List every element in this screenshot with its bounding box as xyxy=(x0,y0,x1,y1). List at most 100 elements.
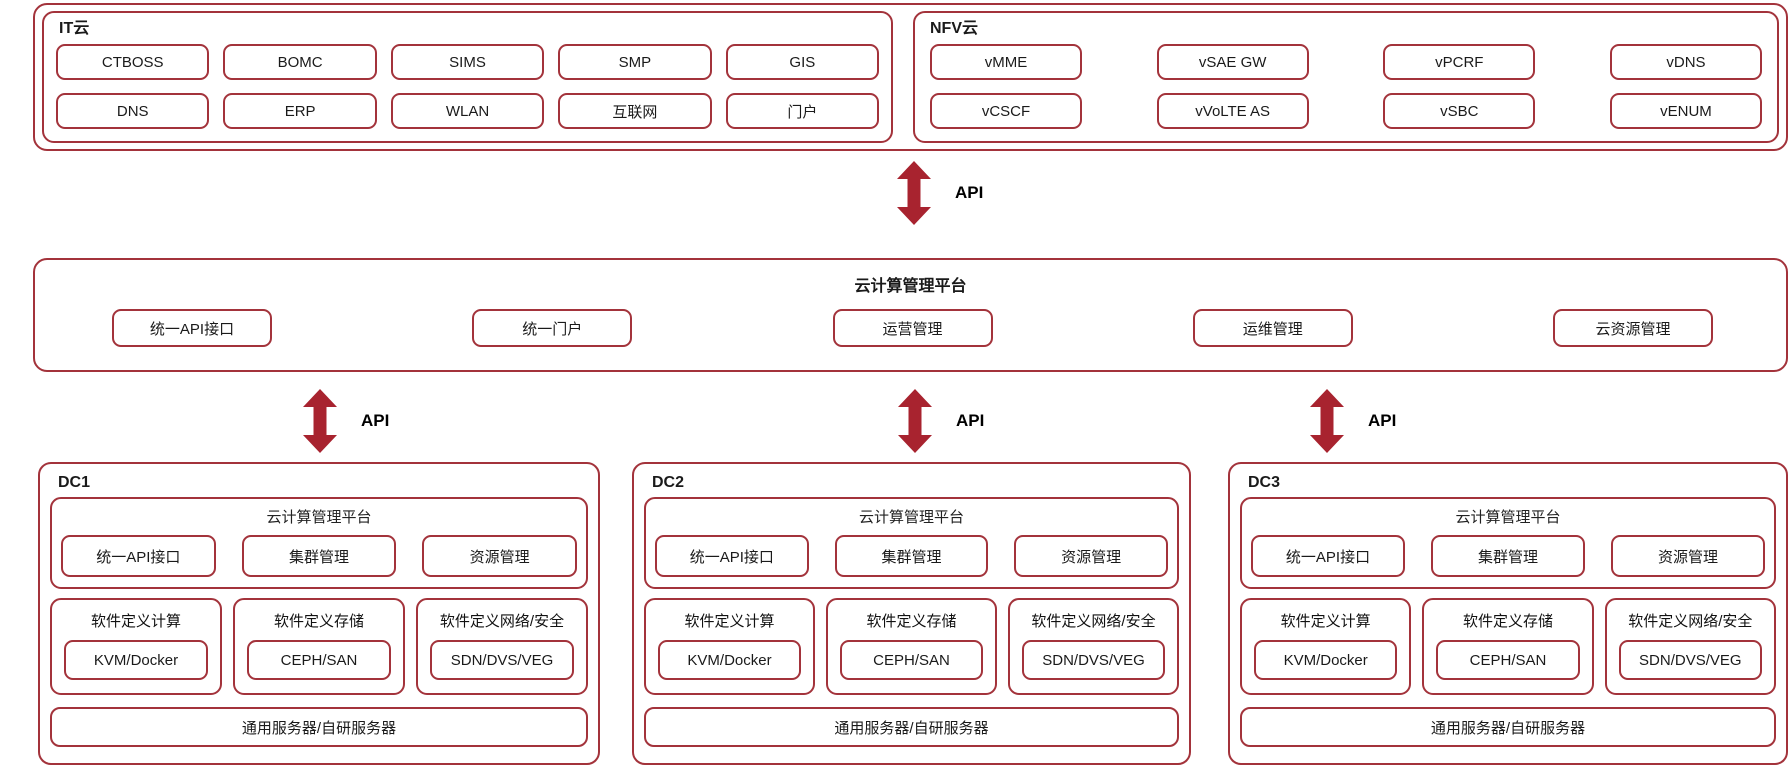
double-arrow-icon xyxy=(1310,389,1344,453)
double-arrow-icon xyxy=(897,161,931,225)
sd-storage-box: 软件定义存储 CEPH/SAN xyxy=(233,598,405,695)
platform-module-chip: 云资源管理 xyxy=(1553,309,1713,347)
dc-module-chip: 资源管理 xyxy=(1611,535,1765,577)
api-connector-top: API xyxy=(897,161,983,225)
api-label: API xyxy=(361,411,390,430)
dc3-card: DC3 云计算管理平台 统一API接口 集群管理 资源管理 软件定义计算 KVM… xyxy=(1228,462,1788,765)
sd-tech-chip: SDN/DVS/VEG xyxy=(1022,640,1165,680)
api-label: API xyxy=(1368,411,1397,430)
dc-name: DC1 xyxy=(58,474,91,491)
dc-module-chip: 资源管理 xyxy=(422,535,578,577)
platform-title: 云计算管理平台 xyxy=(854,278,967,295)
dc-platform-box: 云计算管理平台 统一API接口 集群管理 资源管理 xyxy=(50,497,588,589)
app-chip: 互联网 xyxy=(558,93,712,129)
dc1-card: DC1 云计算管理平台 统一API接口 集群管理 资源管理 软件定义计算 KVM… xyxy=(38,462,600,765)
platform-module-chip: 运营管理 xyxy=(832,309,993,347)
server-bar: 通用服务器/自研服务器 xyxy=(1240,707,1776,747)
app-chip: DNS xyxy=(56,93,210,129)
top-clouds-container: IT云 CTBOSS BOMC SIMS SMP GIS DNS ERP WLA… xyxy=(33,3,1788,151)
app-chip: CTBOSS xyxy=(56,44,210,80)
platform-module-chip: 运维管理 xyxy=(1192,309,1353,347)
api-connector-dc3: API xyxy=(1310,389,1396,453)
sd-tech-chip: CEPH/SAN xyxy=(840,640,983,680)
sd-title: 软件定义计算 xyxy=(684,613,775,630)
software-defined-row: 软件定义计算 KVM/Docker 软件定义存储 CEPH/SAN 软件定义网络… xyxy=(644,598,1179,695)
platform-module-chip: 统一API接口 xyxy=(112,309,272,347)
it-cloud-title: IT云 xyxy=(59,20,90,37)
sd-compute-box: 软件定义计算 KVM/Docker xyxy=(644,598,815,695)
sd-tech-chip: SDN/DVS/VEG xyxy=(1618,640,1762,680)
it-cloud-box: IT云 CTBOSS BOMC SIMS SMP GIS DNS ERP WLA… xyxy=(42,11,893,143)
sd-network-box: 软件定义网络/安全 SDN/DVS/VEG xyxy=(1008,598,1179,695)
dc-platform-title: 云计算管理平台 xyxy=(1455,509,1561,526)
nfv-cloud-box: NFV云 vMME vSAE GW vPCRF vDNS vCSCF vVoLT… xyxy=(913,11,1779,143)
double-arrow-icon xyxy=(898,389,932,453)
nfv-cloud-rows: vMME vSAE GW vPCRF vDNS vCSCF vVoLTE AS … xyxy=(915,38,1777,141)
software-defined-row: 软件定义计算 KVM/Docker 软件定义存储 CEPH/SAN 软件定义网络… xyxy=(50,598,588,695)
sd-compute-box: 软件定义计算 KVM/Docker xyxy=(1240,598,1412,695)
dc-module-chip: 集群管理 xyxy=(1431,535,1585,577)
vnf-chip: vVoLTE AS xyxy=(1156,93,1309,129)
vnf-chip: vMME xyxy=(930,44,1082,80)
dc-module-chip: 统一API接口 xyxy=(61,535,216,577)
nfv-cloud-row: vMME vSAE GW vPCRF vDNS xyxy=(927,44,1765,80)
nfv-cloud-row: vCSCF vVoLTE AS vSBC vENUM xyxy=(927,93,1765,129)
server-bar: 通用服务器/自研服务器 xyxy=(50,707,588,747)
dc-platform-box: 云计算管理平台 统一API接口 集群管理 资源管理 xyxy=(1240,497,1776,589)
app-chip: SMP xyxy=(558,44,712,80)
vnf-chip: vCSCF xyxy=(930,93,1082,129)
nfv-cloud-title: NFV云 xyxy=(930,20,979,37)
sd-storage-box: 软件定义存储 CEPH/SAN xyxy=(1422,598,1594,695)
api-connector-dc1: API xyxy=(303,389,389,453)
sd-title: 软件定义存储 xyxy=(866,613,957,630)
app-chip: ERP xyxy=(223,93,377,129)
sd-tech-chip: KVM/Docker xyxy=(1254,640,1398,680)
sd-network-box: 软件定义网络/安全 SDN/DVS/VEG xyxy=(416,598,588,695)
dc-platform-title: 云计算管理平台 xyxy=(266,509,372,526)
vnf-chip: vSBC xyxy=(1383,93,1536,129)
dc-module-chip: 集群管理 xyxy=(241,535,397,577)
api-label: API xyxy=(956,411,985,430)
dc2-card: DC2 云计算管理平台 统一API接口 集群管理 资源管理 软件定义计算 KVM… xyxy=(632,462,1191,765)
software-defined-row: 软件定义计算 KVM/Docker 软件定义存储 CEPH/SAN 软件定义网络… xyxy=(1240,598,1776,695)
app-chip: SIMS xyxy=(390,44,545,80)
dc-name: DC2 xyxy=(652,474,685,491)
app-chip: BOMC xyxy=(223,44,377,80)
dc-module-chip: 集群管理 xyxy=(834,535,989,577)
dc-platform-title: 云计算管理平台 xyxy=(858,509,964,526)
dc-module-chip: 统一API接口 xyxy=(655,535,809,577)
sd-title: 软件定义网络/安全 xyxy=(439,613,565,630)
dc-name: DC3 xyxy=(1248,474,1281,491)
app-chip: 门户 xyxy=(725,93,880,129)
dc-module-chip: 统一API接口 xyxy=(1251,535,1405,577)
platform-modules-row: 统一API接口 统一门户 运营管理 运维管理 云资源管理 xyxy=(35,296,1786,347)
dc-platform-modules: 统一API接口 集群管理 资源管理 xyxy=(52,527,586,587)
app-chip: WLAN xyxy=(390,93,545,129)
sd-tech-chip: CEPH/SAN xyxy=(247,640,391,680)
vnf-chip: vPCRF xyxy=(1383,44,1536,80)
sd-title: 软件定义计算 xyxy=(90,613,181,630)
dc-platform-modules: 统一API接口 集群管理 资源管理 xyxy=(1242,527,1774,587)
sd-tech-chip: SDN/DVS/VEG xyxy=(430,640,574,680)
vnf-chip: vENUM xyxy=(1609,93,1762,129)
cloud-management-platform-box: 云计算管理平台 统一API接口 统一门户 运营管理 运维管理 云资源管理 xyxy=(33,258,1788,372)
sd-title: 软件定义网络/安全 xyxy=(1628,613,1753,630)
server-bar: 通用服务器/自研服务器 xyxy=(644,707,1179,747)
app-chip: GIS xyxy=(725,44,880,80)
sd-title: 软件定义存储 xyxy=(1462,613,1553,630)
vnf-chip: vSAE GW xyxy=(1156,44,1309,80)
it-cloud-row: CTBOSS BOMC SIMS SMP GIS xyxy=(56,44,880,80)
it-cloud-row: DNS ERP WLAN 互联网 门户 xyxy=(56,93,880,129)
sd-network-box: 软件定义网络/安全 SDN/DVS/VEG xyxy=(1604,598,1776,695)
vnf-chip: vDNS xyxy=(1609,44,1762,80)
it-cloud-rows: CTBOSS BOMC SIMS SMP GIS DNS ERP WLAN 互联… xyxy=(44,38,891,141)
dc-platform-modules: 统一API接口 集群管理 资源管理 xyxy=(646,527,1177,587)
double-arrow-icon xyxy=(303,389,337,453)
dc-module-chip: 资源管理 xyxy=(1014,535,1169,577)
api-label: API xyxy=(955,183,984,202)
platform-module-chip: 统一门户 xyxy=(472,309,633,347)
sd-title: 软件定义网络/安全 xyxy=(1031,613,1156,630)
dc-platform-box: 云计算管理平台 统一API接口 集群管理 资源管理 xyxy=(644,497,1179,589)
sd-storage-box: 软件定义存储 CEPH/SAN xyxy=(826,598,997,695)
sd-tech-chip: KVM/Docker xyxy=(64,640,208,680)
